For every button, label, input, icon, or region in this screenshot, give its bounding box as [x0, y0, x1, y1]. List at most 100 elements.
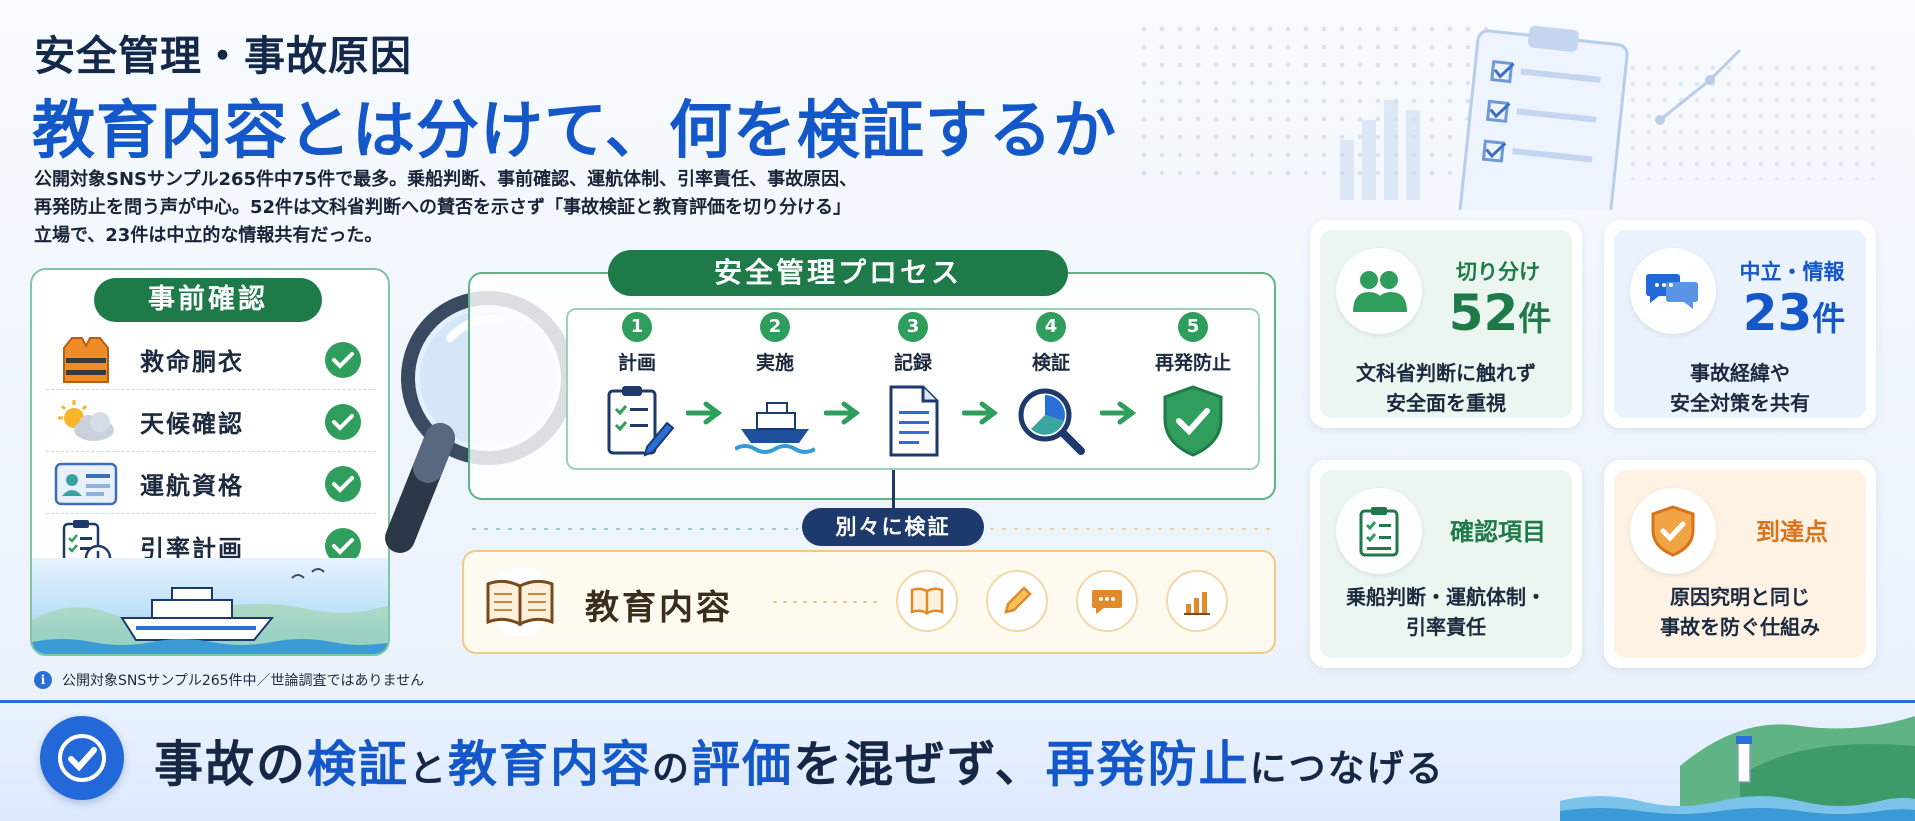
- chat-bubble-icon: [1076, 570, 1138, 632]
- source-note-text: 公開対象SNSサンプル265件中／世論調査ではありません: [62, 673, 425, 689]
- kicker-title: 安全管理・事故原因: [34, 32, 412, 80]
- card-desc-line-1: 事故経緯や: [1690, 361, 1790, 385]
- pre-check-item-life-jacket: 救命胴衣: [46, 330, 376, 390]
- pre-check-label: 天候確認: [140, 410, 244, 438]
- card-description: 原因究明と同じ 事故を防ぐ仕組み: [1614, 582, 1866, 642]
- step-label: 検証: [1031, 352, 1070, 374]
- card-number-unit: 件: [1812, 299, 1846, 338]
- arrow-right-icon: [686, 401, 723, 425]
- process-step-execute: 2 実施: [720, 312, 830, 463]
- step-label: 計画: [617, 352, 656, 374]
- banner-part: を混ぜず、: [793, 736, 1046, 793]
- lead-paragraph: 公開対象SNSサンプル265件中75件で最多。乗船判断、事前確認、運航体制、引率…: [34, 166, 1034, 250]
- license-card-icon: [46, 456, 126, 512]
- card-description: 事故経緯や 安全対策を共有: [1614, 358, 1866, 418]
- book-icon: [896, 570, 958, 632]
- sea-illustration: [32, 558, 388, 654]
- magnifier-chart-icon: [1018, 388, 1085, 455]
- banner-highlight: 教育内容: [448, 736, 653, 793]
- info-icon: i: [34, 671, 52, 689]
- clipboard-decoration-icon: [1340, 25, 1742, 210]
- step-number: 1: [622, 312, 652, 342]
- separate-verification-badge: 別々に検証: [802, 508, 984, 546]
- clipboard-pen-icon: [607, 386, 675, 457]
- banner-highlight: 評価: [691, 736, 794, 793]
- card-number-unit: 件: [1518, 299, 1552, 338]
- pre-check-item-license: 運航資格: [46, 454, 376, 514]
- card-number-value: 52: [1448, 284, 1519, 342]
- ferry-icon: [32, 568, 388, 654]
- card-desc-line-2: 事故を防ぐ仕組み: [1660, 615, 1820, 639]
- pre-check-panel: 事前確認 救命胴衣 天候確認: [30, 268, 390, 656]
- source-note: i 公開対象SNSサンプル265件中／世論調査ではありません: [34, 670, 424, 690]
- pre-check-label: 運航資格: [140, 472, 244, 500]
- step-number: 4: [1036, 312, 1066, 342]
- step-number: 2: [760, 312, 790, 342]
- pre-check-label: 救命胴衣: [140, 348, 244, 376]
- banner-highlight: 再発防止: [1045, 736, 1250, 793]
- card-title: 中立・情報: [1739, 260, 1845, 284]
- process-step-verify: 4 検証: [996, 312, 1106, 463]
- check-icon: [40, 716, 124, 800]
- open-book-icon: [486, 568, 554, 636]
- card-title: 確認項目: [1450, 518, 1546, 546]
- pre-check-label: 引率計画: [140, 534, 244, 563]
- card-number: 23件: [1714, 284, 1874, 342]
- step-label: 記録: [893, 352, 932, 374]
- card-goal: 到達点 原因究明と同じ 事故を防ぐ仕組み: [1604, 460, 1876, 668]
- process-step-plan: 1 計画: [582, 312, 692, 463]
- connector-line: [892, 470, 895, 512]
- banner-message: 事故の検証と教育内容の評価を混ぜず、再発防止につなげる: [154, 725, 1445, 796]
- pre-check-item-weather: 天候確認: [46, 392, 376, 452]
- shield-check-icon: [1163, 385, 1223, 457]
- process-title: 安全管理プロセス: [608, 250, 1068, 296]
- card-desc-line-2: 安全面を重視: [1386, 391, 1506, 415]
- check-circle-icon: [325, 403, 361, 440]
- bar-chart-icon: [1166, 570, 1228, 632]
- check-circle-icon: [325, 341, 361, 378]
- card-neutral: 中立・情報 23件 事故経緯や 安全対策を共有: [1604, 220, 1876, 428]
- checklist-icon: [1336, 488, 1422, 574]
- arrow-right-icon: [1100, 401, 1137, 425]
- step-number: 5: [1178, 312, 1208, 342]
- step-label: 再発防止: [1154, 352, 1231, 374]
- card-check-items: 確認項目 乗船判断・運航体制・ 引率責任: [1310, 460, 1582, 668]
- chat-icon: [1630, 248, 1716, 334]
- process-step-record: 3 記録: [858, 312, 968, 463]
- ship-icon: [733, 402, 817, 454]
- arrow-right-icon: [962, 401, 999, 425]
- document-icon: [889, 385, 939, 457]
- card-desc-line-1: 文科省判断に触れず: [1356, 361, 1536, 385]
- card-title: 到達点: [1756, 518, 1828, 546]
- people-icon: [1336, 248, 1422, 334]
- banner-highlight: 検証: [307, 736, 410, 793]
- banner-part: の: [652, 747, 692, 790]
- card-desc-line-1: 原因究明と同じ: [1670, 585, 1810, 609]
- card-number: 52件: [1420, 284, 1580, 342]
- card-desc-line-1: 乗船判断・運航体制・: [1346, 585, 1546, 609]
- card-desc-line-2: 安全対策を共有: [1670, 391, 1810, 415]
- page-title: 教育内容とは分けて、何を検証するか: [32, 94, 1117, 167]
- banner-part: につなげる: [1249, 747, 1445, 790]
- banner-part: 事故の: [154, 736, 308, 793]
- card-title: 切り分け: [1456, 260, 1540, 284]
- education-dots: [770, 600, 880, 604]
- arrow-right-icon: [824, 401, 861, 425]
- lighthouse-coast-icon: [1560, 716, 1915, 821]
- dot-pattern: [1135, 20, 1495, 180]
- education-label: 教育内容: [585, 588, 733, 628]
- lead-line-1: 公開対象SNSサンプル265件中75件で最多。乗船判断、事前確認、運航体制、引率…: [34, 169, 858, 190]
- pencil-icon: [986, 570, 1048, 632]
- banner-part: と: [409, 747, 449, 790]
- dot-pattern-right: [1625, 60, 1885, 180]
- card-description: 文科省判断に触れず 安全面を重視: [1320, 358, 1572, 418]
- divider-dots-green: [468, 527, 798, 531]
- lead-line-2: 再発防止を問う声が中心。52件は文科省判断への賛否を示さず「事故検証と教育評価を…: [34, 197, 852, 218]
- lead-line-3: 立場で、23件は中立的な情報共有だった。: [34, 225, 383, 246]
- step-label: 実施: [755, 352, 794, 374]
- check-circle-icon: [325, 465, 361, 502]
- weather-icon: [46, 394, 126, 450]
- divider-dots-orange: [962, 527, 1276, 531]
- step-number: 3: [898, 312, 928, 342]
- card-desc-line-2: 引率責任: [1406, 615, 1486, 639]
